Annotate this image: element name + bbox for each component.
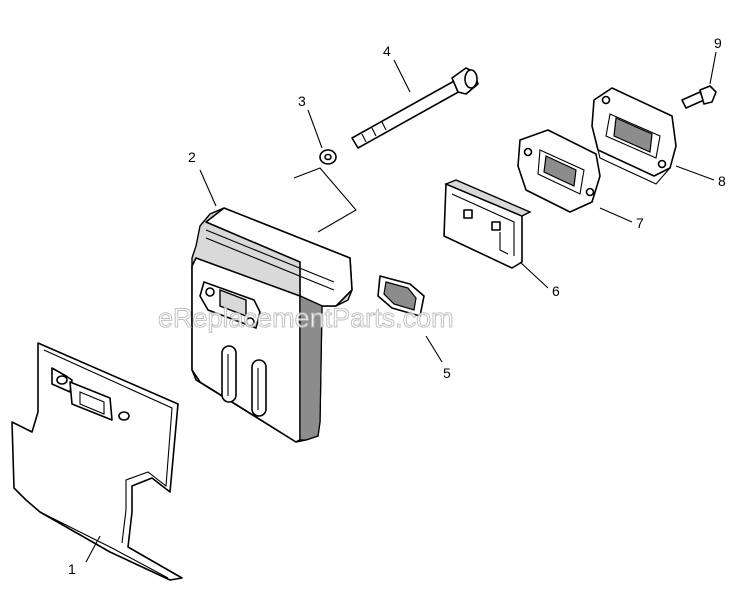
callout-5: 5 (443, 365, 451, 381)
leader-lines (85, 51, 717, 563)
callout-8: 8 (718, 173, 726, 189)
callout-numbers: 1 2 3 4 5 6 7 8 9 (68, 35, 726, 577)
callout-3: 3 (298, 93, 306, 109)
callout-2: 2 (188, 149, 196, 165)
part-7-gasket[interactable] (517, 129, 601, 213)
callout-1: 1 (68, 561, 76, 577)
assembly-line (293, 167, 357, 233)
part-6-plate[interactable] (443, 179, 532, 269)
callout-4: 4 (383, 43, 391, 59)
part-4-bolt[interactable] (351, 67, 479, 149)
part-2-muffler-body[interactable] (191, 207, 353, 443)
part-5-small-gasket[interactable] (377, 275, 425, 317)
callout-7: 7 (636, 215, 644, 231)
part-8-flange[interactable] (591, 87, 677, 185)
callout-9: 9 (714, 35, 722, 51)
watermark: eReplacementParts.com (158, 303, 454, 333)
part-1-heat-shield[interactable] (11, 342, 183, 581)
callout-6: 6 (552, 283, 560, 299)
part-9-screw[interactable] (681, 85, 717, 109)
part-3-washer[interactable] (319, 149, 337, 165)
